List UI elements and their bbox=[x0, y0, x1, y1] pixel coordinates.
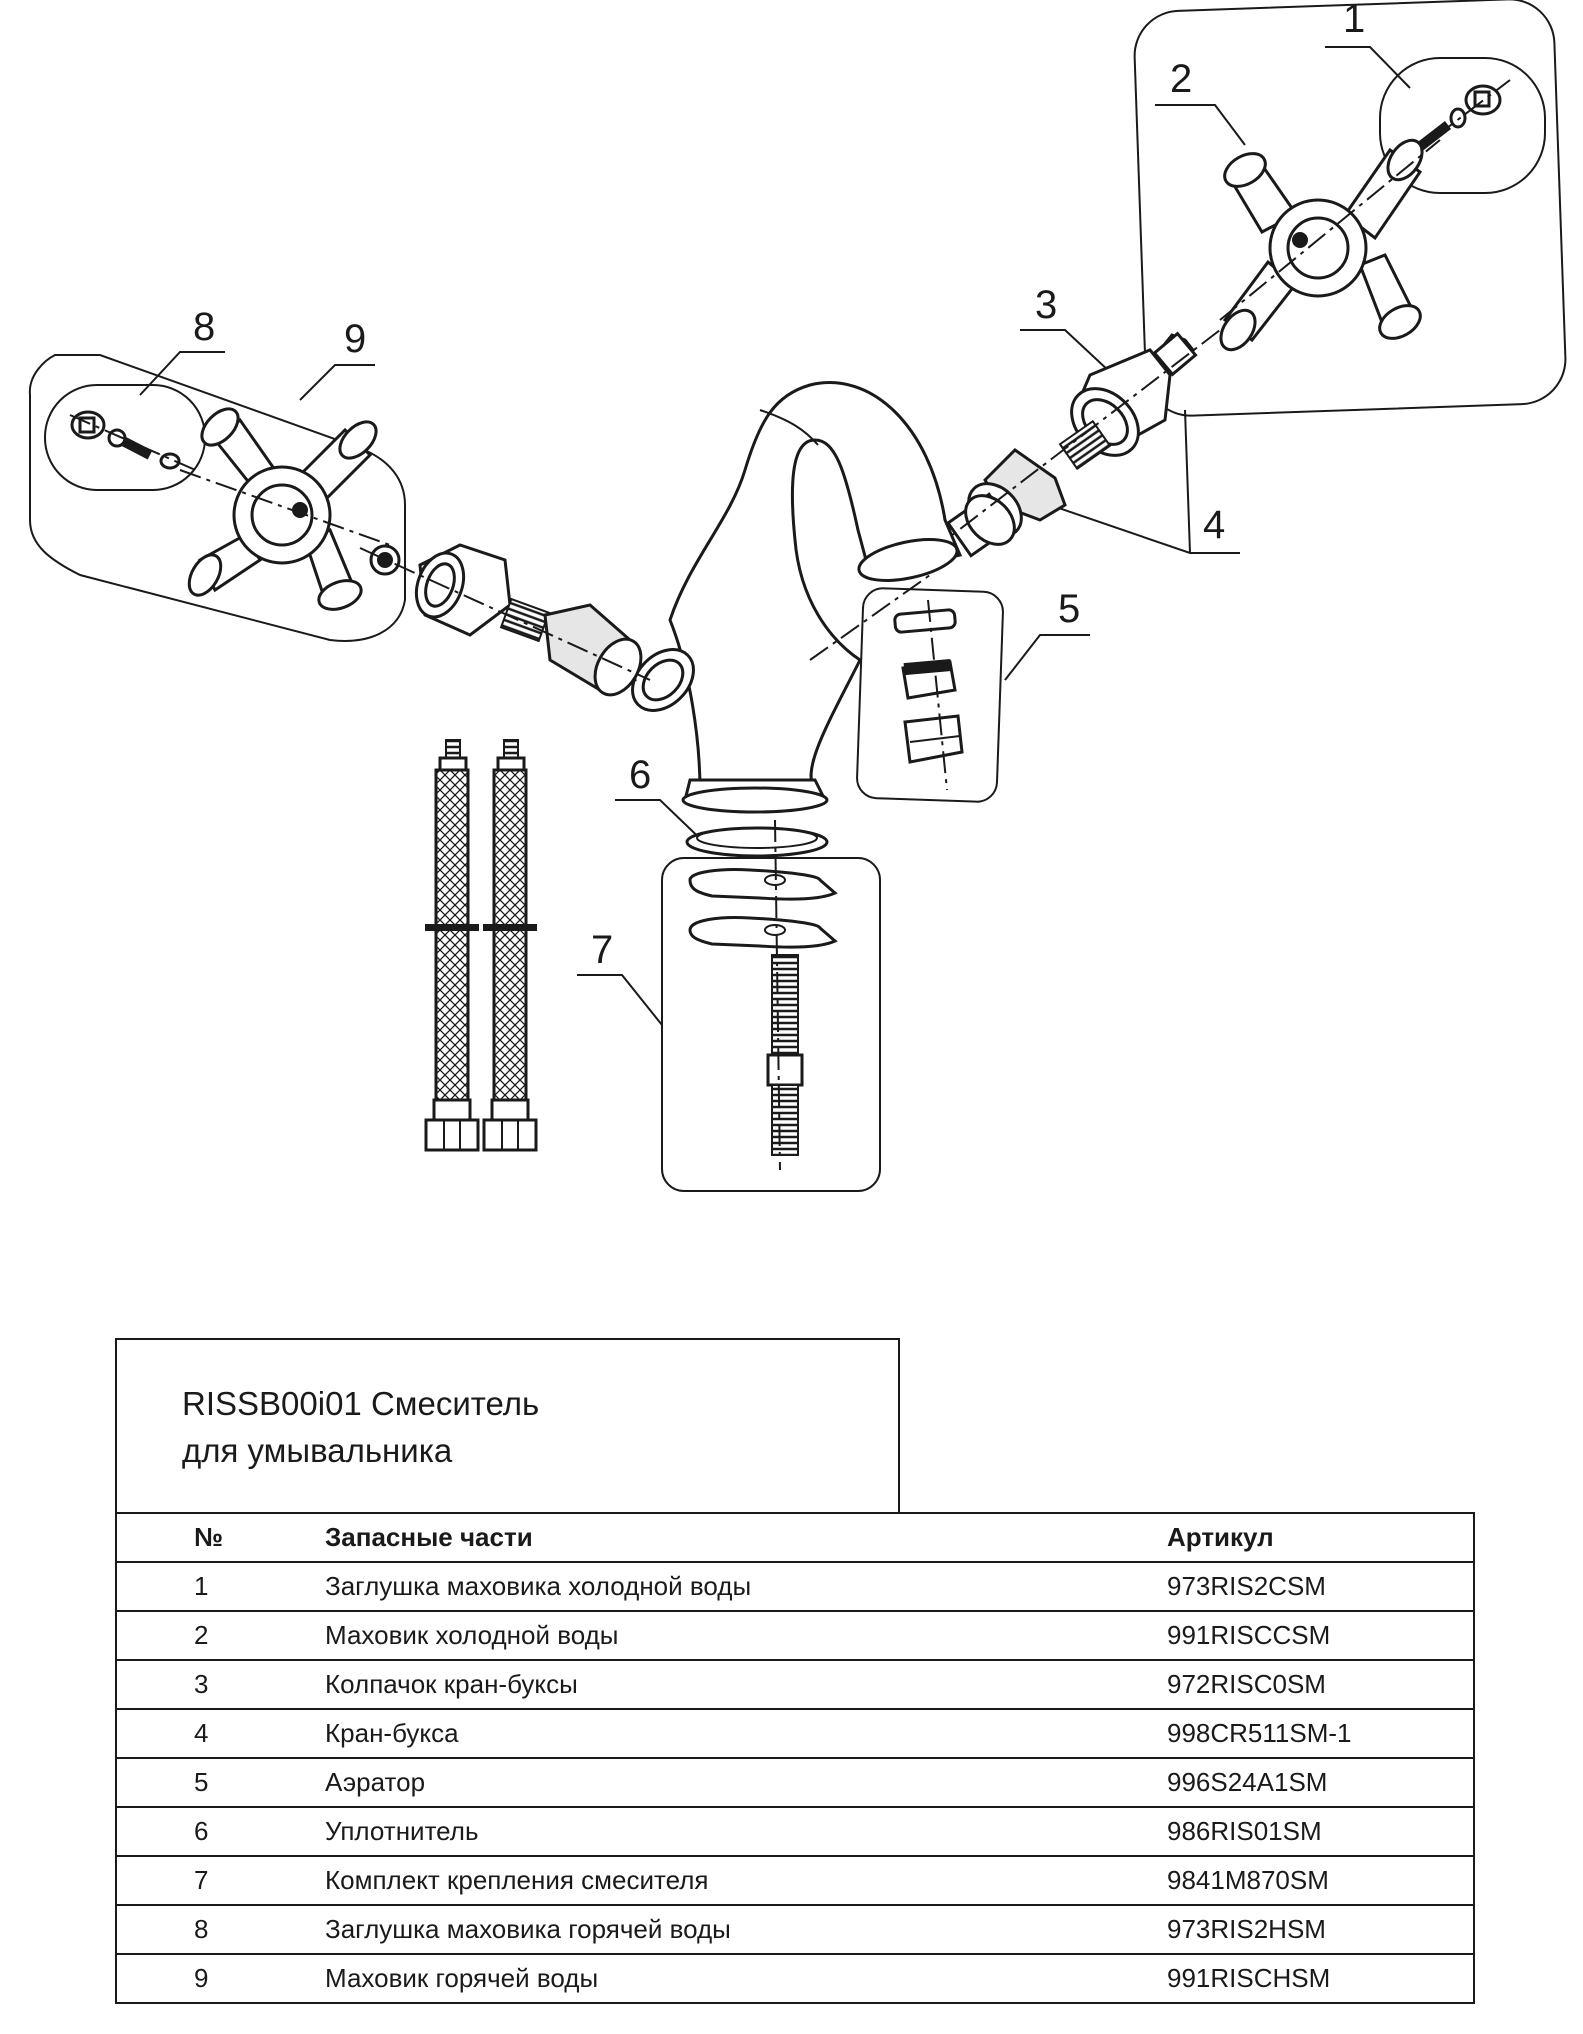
row-number: 9 bbox=[116, 1953, 325, 2004]
hot-cap-parts bbox=[69, 410, 201, 473]
row-article: 998CR511SM-1 bbox=[1167, 1708, 1474, 1759]
row-part-name: Заглушка маховика горячей воды bbox=[325, 1904, 1167, 1955]
callout-9: 9 bbox=[344, 317, 366, 361]
hose-right bbox=[482, 739, 538, 1152]
callout-7: 7 bbox=[591, 928, 613, 972]
row-number: 2 bbox=[116, 1610, 325, 1661]
row-part-name: Заглушка маховика холодной воды bbox=[325, 1561, 1167, 1612]
row-part-name: Маховик холодной воды bbox=[325, 1610, 1167, 1661]
row-article: 972RISC0SM bbox=[1167, 1659, 1474, 1710]
product-subtitle: для умывальника bbox=[182, 1432, 453, 1469]
title-box: RISSB00i01 Смеситель для умывальника bbox=[115, 1338, 900, 1513]
row-part-name: Колпачок кран-буксы bbox=[325, 1659, 1167, 1710]
callout-4: 4 bbox=[1203, 503, 1225, 547]
mounting-kit-group bbox=[661, 819, 881, 1192]
callout-labels: 1 2 3 4 5 6 7 8 9 bbox=[193, 0, 1365, 972]
callout-2: 2 bbox=[1170, 57, 1192, 101]
row-article: 973RIS2HSM bbox=[1167, 1904, 1474, 1955]
mounting-kit-frame bbox=[661, 857, 881, 1192]
product-title: RISSB00i01 Смеситель bbox=[182, 1385, 540, 1422]
aerator-group bbox=[856, 587, 1004, 803]
row-number: 4 bbox=[116, 1708, 325, 1759]
header-article: Артикул bbox=[1167, 1512, 1474, 1563]
table-row: 8 Заглушка маховика горячей воды 973RIS2… bbox=[116, 1904, 1474, 1955]
row-number: 1 bbox=[116, 1561, 325, 1612]
callout-6: 6 bbox=[629, 753, 651, 797]
hose-left bbox=[424, 739, 480, 1152]
header-part-name: Запасные части bbox=[325, 1512, 1167, 1563]
cold-cap-frame bbox=[1379, 57, 1546, 194]
seal-ring bbox=[685, 826, 829, 858]
row-article: 986RIS01SM bbox=[1167, 1806, 1474, 1857]
row-article: 991RISCCSM bbox=[1167, 1610, 1474, 1661]
row-number: 8 bbox=[116, 1904, 325, 1955]
hot-cross-handle bbox=[179, 407, 391, 611]
row-article: 9841M870SM bbox=[1167, 1855, 1474, 1906]
callout-1: 1 bbox=[1343, 0, 1365, 41]
leader-lines bbox=[139, 46, 1411, 1026]
callout-5: 5 bbox=[1058, 587, 1080, 631]
table-row: 9 Маховик горячей воды 991RISCHSM bbox=[116, 1953, 1474, 2004]
row-part-name: Кран-букса bbox=[325, 1708, 1167, 1759]
row-number: 5 bbox=[116, 1757, 325, 1808]
hot-handle-group bbox=[28, 354, 406, 642]
spare-parts-table: № Запасные части Артикул 1 Заглушка махо… bbox=[115, 1512, 1475, 2004]
table-row: 6 Уплотнитель 986RIS01SM bbox=[116, 1806, 1474, 1857]
flexible-hoses bbox=[424, 739, 538, 1152]
cold-cartridge-assembly bbox=[899, 329, 1221, 576]
exploded-faucet-diagram: 1 2 3 4 5 6 7 8 9 bbox=[28, 0, 1567, 1192]
row-part-name: Комплект крепления смесителя bbox=[325, 1855, 1167, 1906]
callout-8: 8 bbox=[193, 305, 215, 349]
row-article: 996S24A1SM bbox=[1167, 1757, 1474, 1808]
hot-cartridge-assembly bbox=[359, 543, 651, 697]
row-number: 7 bbox=[116, 1855, 325, 1906]
row-number: 6 bbox=[116, 1806, 325, 1857]
faucet-body bbox=[631, 381, 963, 814]
row-part-name: Уплотнитель bbox=[325, 1806, 1167, 1857]
hot-handle-frame bbox=[28, 354, 406, 642]
row-article: 991RISCHSM bbox=[1167, 1953, 1474, 2004]
row-article: 973RIS2CSM bbox=[1167, 1561, 1474, 1612]
table-header-row: № Запасные части Артикул bbox=[116, 1512, 1474, 1563]
table-row: 4 Кран-букса 998CR511SM-1 bbox=[116, 1708, 1474, 1759]
cold-cross-handle bbox=[1219, 138, 1441, 352]
cold-handle-group bbox=[1133, 0, 1567, 417]
row-number: 3 bbox=[116, 1659, 325, 1710]
table-row: 5 Аэратор 996S24A1SM bbox=[116, 1757, 1474, 1808]
header-number: № bbox=[116, 1512, 325, 1563]
table-row: 7 Комплект крепления смесителя 9841M870S… bbox=[116, 1855, 1474, 1906]
aerator-frame bbox=[856, 587, 1004, 803]
table-row: 2 Маховик холодной воды 991RISCCSM bbox=[116, 1610, 1474, 1661]
table-row: 3 Колпачок кран-буксы 972RISC0SM bbox=[116, 1659, 1474, 1710]
row-part-name: Аэратор bbox=[325, 1757, 1167, 1808]
cold-handle-frame bbox=[1133, 0, 1567, 417]
table-row: 1 Заглушка маховика холодной воды 973RIS… bbox=[116, 1561, 1474, 1612]
callout-3: 3 bbox=[1035, 283, 1057, 327]
row-part-name: Маховик горячей воды bbox=[325, 1953, 1167, 2004]
